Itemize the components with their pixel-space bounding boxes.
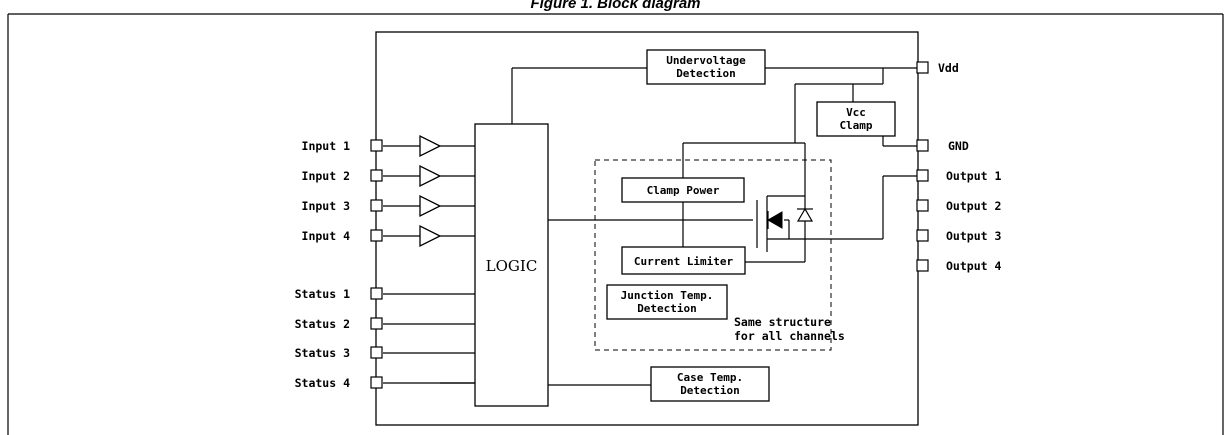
label-status-2: Status 2 (295, 317, 350, 331)
pin-input-1 (370, 139, 383, 152)
label-status-1: Status 1 (295, 287, 350, 301)
pin-status-1 (370, 287, 383, 300)
label-status-3: Status 3 (295, 346, 350, 360)
pin-input-3 (370, 199, 383, 212)
pin-status-4 (370, 376, 383, 389)
input-buffer (419, 224, 442, 248)
pin-gnd (916, 139, 929, 152)
label-input-1: Input 1 (302, 139, 351, 153)
vcc-clamp-label-line2: Clamp (839, 119, 872, 132)
label-gnd: GND (948, 139, 969, 153)
pin-input-2 (370, 169, 383, 182)
figure-title: Figure 1. Block diagram (530, 0, 701, 12)
channel-region (594, 159, 832, 351)
undervoltage-label-line2: Detection (676, 67, 736, 80)
current-limiter-label: Current Limiter (634, 255, 734, 268)
input-buffer (419, 194, 442, 218)
chip-outline (375, 31, 919, 426)
label-output-3: Output 3 (946, 229, 1001, 243)
case-temp-label-line1: Case Temp. (677, 371, 743, 384)
body-diode (766, 211, 783, 229)
junction-temp-label-line2: Detection (637, 302, 697, 315)
logic-label: LOGIC (486, 257, 538, 275)
label-input-4: Input 4 (302, 229, 351, 243)
note-line2: for all channels (734, 329, 845, 343)
note-line1: Same structure (734, 315, 831, 329)
label-output-1: Output 1 (946, 169, 1001, 183)
pin-status-2 (370, 317, 383, 330)
junction-temp-label-line1: Junction Temp. (621, 289, 714, 302)
clamp-power-label: Clamp Power (647, 184, 720, 197)
input-buffer (419, 134, 442, 158)
label-input-2: Input 2 (302, 169, 350, 183)
case-temp-label-line2: Detection (680, 384, 740, 397)
label-input-3: Input 3 (302, 199, 351, 213)
pin-output-3 (916, 229, 929, 242)
clamp-diode (796, 207, 814, 222)
junction-temp-block (606, 284, 728, 320)
pin-output-1 (916, 169, 929, 182)
pin-vdd (916, 61, 929, 74)
input-buffer (419, 164, 442, 188)
pin-output-4 (916, 259, 929, 272)
current-limiter-block (621, 246, 746, 275)
label-vdd: Vdd (938, 61, 959, 75)
wires (383, 67, 917, 386)
vcc-clamp-block (816, 101, 896, 137)
label-output-4: Output 4 (946, 259, 1001, 273)
pin-status-3 (370, 346, 383, 359)
label-status-4: Status 4 (295, 376, 350, 390)
undervoltage-block (646, 49, 766, 85)
pin-input-4 (370, 229, 383, 242)
pin-output-2 (916, 199, 929, 212)
logic-block (474, 123, 549, 407)
vcc-clamp-label-line1: Vcc (846, 106, 866, 119)
case-temp-block (650, 366, 770, 402)
label-output-2: Output 2 (946, 199, 1001, 213)
clamp-power-block (621, 177, 745, 203)
undervoltage-label-line1: Undervoltage (666, 54, 746, 67)
